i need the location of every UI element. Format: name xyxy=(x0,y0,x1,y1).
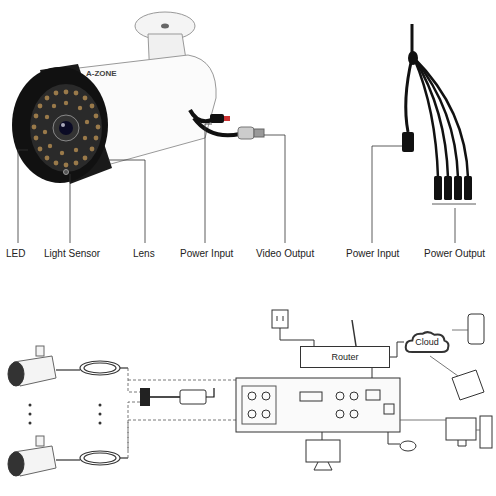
connector xyxy=(390,342,404,357)
part-label: Video Output xyxy=(256,248,314,259)
part-label: LED xyxy=(6,248,25,259)
router-box: Router xyxy=(300,346,390,368)
part-label: Power Input xyxy=(180,248,233,259)
node-text: Router xyxy=(331,352,358,362)
part-label: Light Sensor xyxy=(44,248,100,259)
part-label: Power Input xyxy=(346,248,399,259)
cloud-shape: Cloud xyxy=(404,330,450,354)
part-label: Lens xyxy=(133,248,155,259)
node-text: Cloud xyxy=(415,337,439,347)
brand-logo: A-ZONE xyxy=(86,70,117,79)
part-label: Power Output xyxy=(424,248,485,259)
